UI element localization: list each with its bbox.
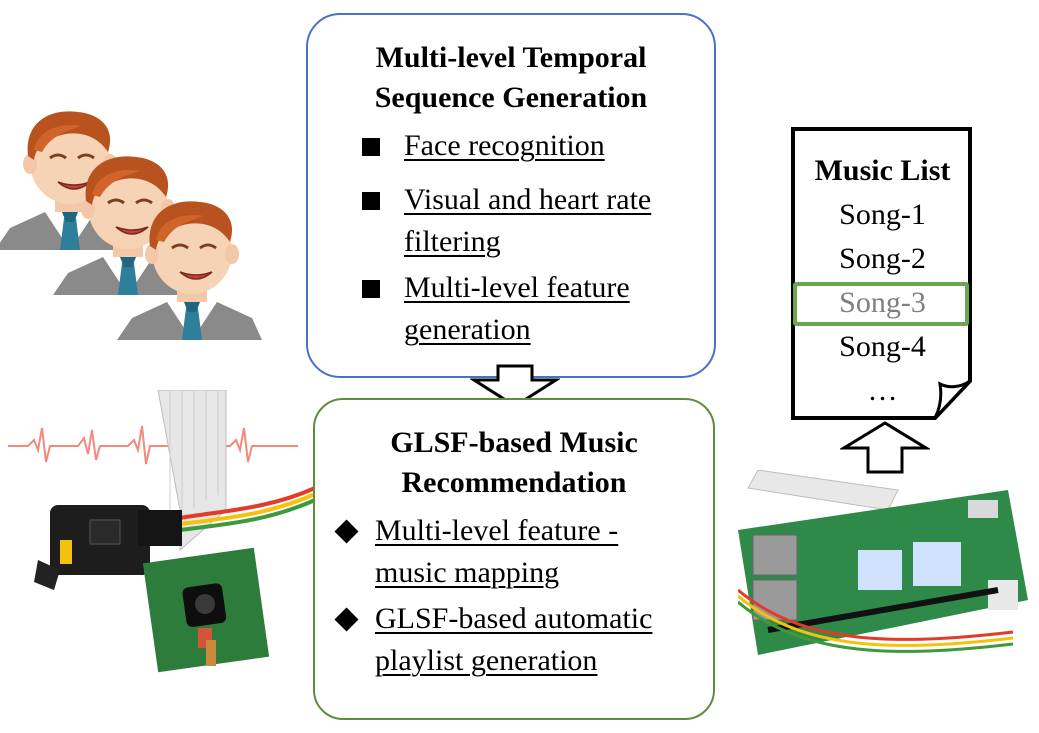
highlighted-song-frame	[793, 282, 969, 326]
top-item-1-line1: Face recognition	[404, 129, 605, 162]
temporal-sequence-generation-box: Multi-level Temporal Sequence Generation…	[306, 13, 716, 378]
top-item-3-line1: Multi-level feature	[404, 271, 630, 304]
camera-and-heart-rate-sensor-icon	[34, 390, 316, 673]
song-item: Song-4	[839, 330, 926, 363]
top-box-title-line2: Sequence Generation	[374, 81, 648, 114]
up-arrow-icon	[840, 421, 930, 474]
document-icon	[791, 127, 972, 420]
song-item-highlighted: Song-3	[839, 286, 926, 319]
song-item: Song-1	[839, 198, 926, 231]
down-arrow-icon	[470, 364, 560, 408]
bottom-box-title-line2: Recommendation	[401, 466, 627, 499]
heart-rate-waveform-icon	[8, 425, 298, 465]
bottom-item-1-line1: Multi-level feature -	[375, 514, 619, 547]
diamond-bullet-icon	[334, 519, 359, 544]
square-bullet-icon	[362, 138, 380, 156]
square-bullet-icon	[362, 192, 380, 210]
music-list-panel: Music List Song-1 Song-2 Song-3 Song-4 …	[790, 126, 975, 422]
square-bullet-icon	[362, 280, 380, 298]
bottom-item-2-line1: GLSF-based automatic	[375, 602, 653, 635]
bottom-item-1-line2: music mapping	[375, 556, 560, 589]
bottom-item-2-line2: playlist generation	[375, 644, 598, 677]
music-recommendation-box: GLSF-based Music Recommendation Multi-le…	[313, 398, 715, 720]
song-item: Song-2	[839, 242, 926, 275]
top-item-3-line2: generation	[404, 313, 531, 346]
music-list-title: Music List	[814, 154, 951, 187]
diamond-bullet-icon	[334, 607, 359, 632]
top-item-2-line2: filtering	[404, 225, 501, 258]
ellipsis: …	[867, 374, 898, 407]
raspberry-pi-board-icon	[738, 470, 1028, 655]
top-box-title-line1: Multi-level Temporal	[375, 41, 647, 74]
bottom-box-title-line1: GLSF-based Music	[390, 426, 638, 459]
cartoon-men-group	[0, 109, 264, 342]
top-item-2-line1: Visual and heart rate	[404, 183, 652, 216]
